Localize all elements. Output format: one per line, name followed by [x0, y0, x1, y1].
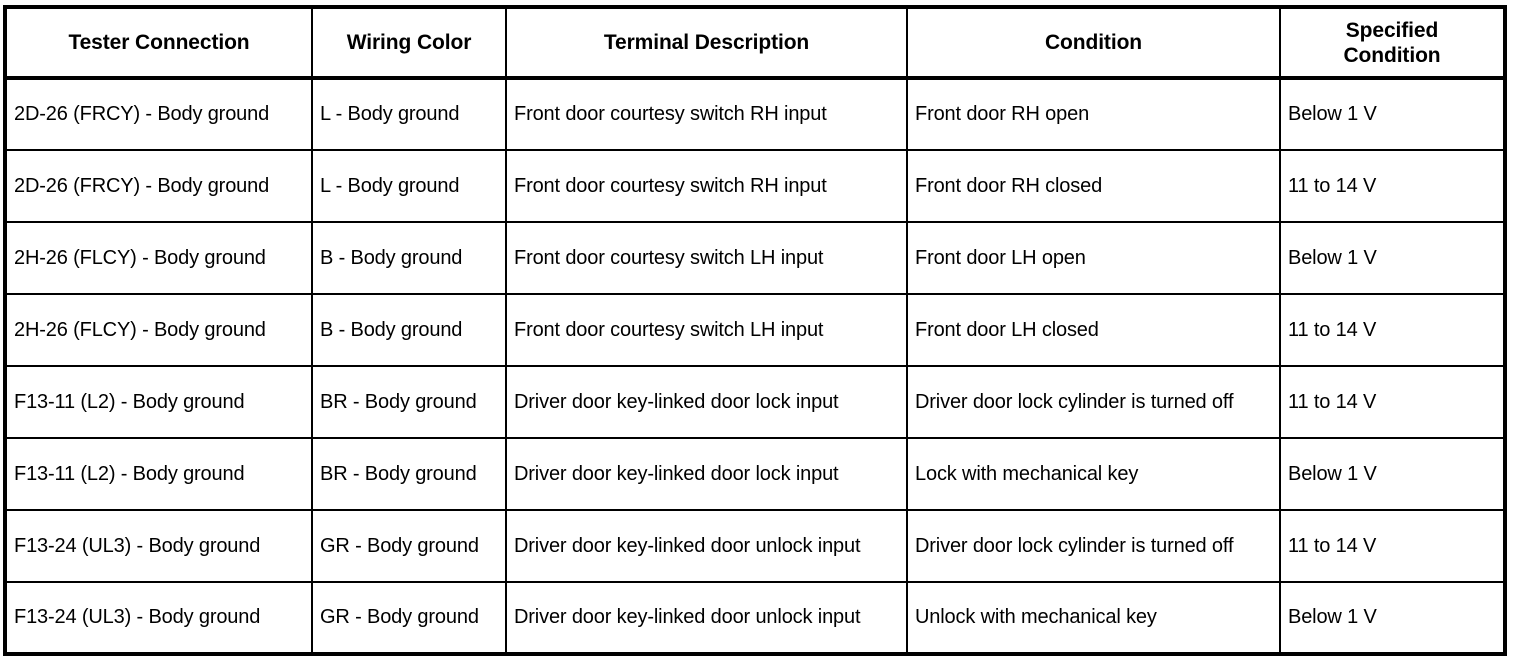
- cell-text: Below 1 V: [1288, 462, 1377, 485]
- cell-condition: Driver door lock cylinder is turned off: [907, 510, 1281, 583]
- column-header-condition: Condition: [907, 7, 1281, 80]
- cell-tester-connection: F13-24 (UL3) - Body ground: [5, 582, 313, 654]
- cell-specified-condition: Below 1 V: [1280, 222, 1505, 295]
- cell-specified-condition: Below 1 V: [1280, 582, 1505, 654]
- cell-terminal-description: Front door courtesy switch LH input: [506, 294, 908, 367]
- cell-tester-connection: F13-11 (L2) - Body ground: [5, 438, 313, 511]
- cell-text: Lock with mechanical key: [915, 462, 1139, 485]
- cell-tester-connection: 2D-26 (FRCY) - Body ground: [5, 78, 313, 151]
- cell-tester-connection: 2H-26 (FLCY) - Body ground: [5, 294, 313, 367]
- cell-text: BR - Body ground: [320, 390, 477, 413]
- cell-condition: Unlock with mechanical key: [907, 582, 1281, 654]
- cell-text: F13-24 (UL3) - Body ground: [14, 606, 261, 628]
- column-header-tester-connection: Tester Connection: [5, 7, 313, 80]
- cell-wiring-color: GR - Body ground: [312, 510, 507, 583]
- cell-wiring-color: BR - Body ground: [312, 438, 507, 511]
- cell-terminal-description: Driver door key-linked door unlock input: [506, 510, 908, 583]
- table-row: F13-24 (UL3) - Body ground GR - Body grou…: [5, 582, 1505, 654]
- cell-text: Below 1 V: [1288, 606, 1377, 628]
- cell-text: B - Body ground: [320, 246, 463, 269]
- cell-specified-condition: 11 to 14 V: [1280, 366, 1505, 439]
- cell-text: Front door courtesy switch LH input: [514, 246, 824, 269]
- cell-text: Driver door lock cylinder is turned off: [915, 534, 1234, 557]
- cell-condition: Front door RH closed: [907, 150, 1281, 223]
- cell-condition: Driver door lock cylinder is turned off: [907, 366, 1281, 439]
- cell-text: GR - Body ground: [320, 534, 479, 557]
- cell-specified-condition: 11 to 14 V: [1280, 510, 1505, 583]
- cell-text: 2H-26 (FLCY) - Body ground: [14, 246, 266, 269]
- cell-specified-condition: 11 to 14 V: [1280, 150, 1505, 223]
- cell-tester-connection: 2H-26 (FLCY) - Body ground: [5, 222, 313, 295]
- cell-text: Front door LH open: [915, 246, 1086, 269]
- cell-text: 11 to 14 V: [1288, 390, 1377, 413]
- cell-terminal-description: Front door courtesy switch LH input: [506, 222, 908, 295]
- cell-text: 11 to 14 V: [1288, 174, 1377, 197]
- cell-text: Front door courtesy switch RH input: [514, 103, 827, 125]
- cell-text: F13-24 (UL3) - Body ground: [14, 534, 261, 557]
- cell-text: 2D-26 (FRCY) - Body ground: [14, 103, 270, 125]
- cell-text: L - Body ground: [320, 103, 460, 125]
- cell-wiring-color: B - Body ground: [312, 294, 507, 367]
- column-header-terminal-description: Terminal Description: [506, 7, 908, 80]
- cell-text: B - Body ground: [320, 318, 463, 341]
- cell-text: Driver door key-linked door unlock input: [514, 606, 861, 628]
- cell-text: Driver door lock cylinder is turned off: [915, 390, 1234, 413]
- cell-text: L - Body ground: [320, 174, 460, 197]
- cell-text: 11 to 14 V: [1288, 318, 1377, 341]
- cell-text: F13-11 (L2) - Body ground: [14, 462, 245, 485]
- cell-text: BR - Body ground: [320, 462, 477, 485]
- table-row: F13-24 (UL3) - Body ground GR - Body grou…: [5, 510, 1505, 583]
- cell-text: Unlock with mechanical key: [915, 606, 1157, 628]
- cell-specified-condition: 11 to 14 V: [1280, 294, 1505, 367]
- cell-text: 11 to 14 V: [1288, 534, 1377, 557]
- cell-tester-connection: F13-24 (UL3) - Body ground: [5, 510, 313, 583]
- cell-text: 2H-26 (FLCY) - Body ground: [14, 318, 266, 341]
- cell-condition: Front door LH open: [907, 222, 1281, 295]
- cell-terminal-description: Front door courtesy switch RH input: [506, 78, 908, 151]
- cell-text: 2D-26 (FRCY) - Body ground: [14, 174, 270, 197]
- cell-wiring-color: B - Body ground: [312, 222, 507, 295]
- cell-text: Front door courtesy switch RH input: [514, 174, 827, 197]
- cell-specified-condition: Below 1 V: [1280, 438, 1505, 511]
- cell-terminal-description: Driver door key-linked door lock input: [506, 366, 908, 439]
- cell-text: Driver door key-linked door lock input: [514, 390, 839, 413]
- cell-text: Below 1 V: [1288, 103, 1377, 125]
- cell-text: Driver door key-linked door lock input: [514, 462, 839, 485]
- cell-wiring-color: BR - Body ground: [312, 366, 507, 439]
- cell-terminal-description: Front door courtesy switch RH input: [506, 150, 908, 223]
- cell-wiring-color: L - Body ground: [312, 78, 507, 151]
- cell-text: Driver door key-linked door unlock input: [514, 534, 861, 557]
- table-row: F13-11 (L2) - Body ground BR - Body groun…: [5, 438, 1505, 511]
- table-row: 2H-26 (FLCY) - Body ground B - Body groun…: [5, 222, 1505, 295]
- cell-condition: Front door RH open: [907, 78, 1281, 151]
- cell-text: GR - Body ground: [320, 606, 479, 628]
- cell-tester-connection: F13-11 (L2) - Body ground: [5, 366, 313, 439]
- cell-tester-connection: 2D-26 (FRCY) - Body ground: [5, 150, 313, 223]
- table-row: 2D-26 (FRCY) - Body ground L - Body groun…: [5, 78, 1505, 151]
- cell-text: Front door RH closed: [915, 174, 1103, 197]
- cell-text: F13-11 (L2) - Body ground: [14, 390, 245, 413]
- cell-specified-condition: Below 1 V: [1280, 78, 1505, 151]
- table-row: 2H-26 (FLCY) - Body ground B - Body groun…: [5, 294, 1505, 367]
- table-row: 2D-26 (FRCY) - Body ground L - Body groun…: [5, 150, 1505, 223]
- cell-text: Front door LH closed: [915, 318, 1099, 341]
- cell-terminal-description: Driver door key-linked door unlock input: [506, 582, 908, 654]
- cell-wiring-color: L - Body ground: [312, 150, 507, 223]
- cell-text: Below 1 V: [1288, 246, 1377, 269]
- cell-condition: Front door LH closed: [907, 294, 1281, 367]
- cell-text: Front door RH open: [915, 103, 1090, 125]
- table-body: 2D-26 (FRCY) - Body ground L - Body groun…: [5, 78, 1505, 654]
- column-header-wiring-color: Wiring Color: [312, 7, 507, 80]
- table-row: F13-11 (L2) - Body ground BR - Body groun…: [5, 366, 1505, 439]
- cell-condition: Lock with mechanical key: [907, 438, 1281, 511]
- cell-wiring-color: GR - Body ground: [312, 582, 507, 654]
- cell-text: Front door courtesy switch LH input: [514, 318, 824, 341]
- cell-terminal-description: Driver door key-linked door lock input: [506, 438, 908, 511]
